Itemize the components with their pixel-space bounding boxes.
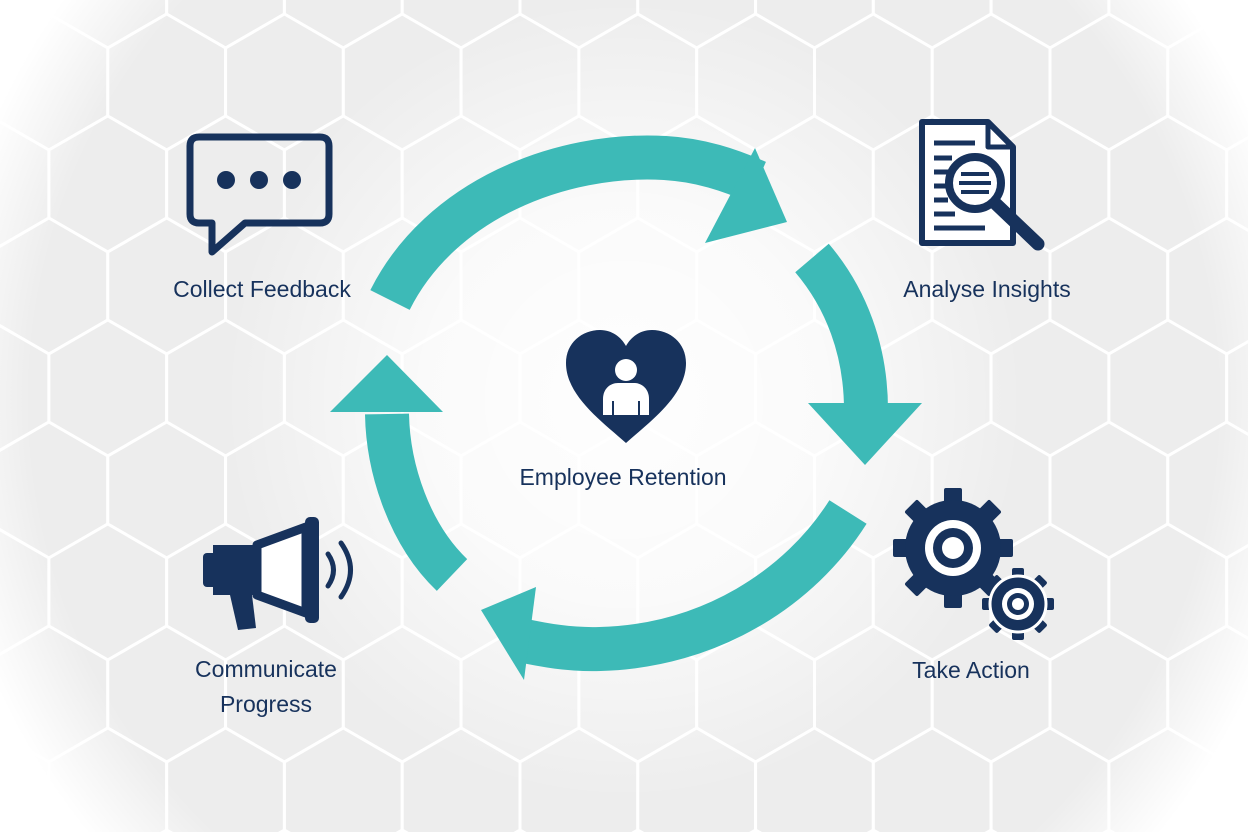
- small-gear-icon: [982, 568, 1054, 640]
- speech-bubble-icon: [186, 133, 333, 256]
- take-action-label: Take Action: [912, 657, 1030, 683]
- large-gear-icon: [893, 488, 1013, 608]
- gears-icon: [893, 488, 1054, 640]
- collect-feedback-label: Collect Feedback: [173, 276, 351, 302]
- arrow-bottom: [481, 499, 867, 680]
- communicate-progress-line-2: Progress: [219, 691, 313, 717]
- communicate-progress-line-1: Communicate: [195, 656, 337, 682]
- arrow-left: [330, 355, 468, 591]
- arrow-top: [370, 135, 787, 311]
- heart-person-icon: [566, 330, 686, 443]
- megaphone-icon: [203, 517, 353, 630]
- document-magnifier-icon: [919, 119, 1045, 251]
- analyse-insights-label: Analyse Insights: [903, 276, 1071, 302]
- communicate-progress-label: Communicate Progress: [136, 652, 396, 722]
- cycle-arrows: [330, 135, 922, 680]
- employee-retention-label: Employee Retention: [519, 464, 727, 490]
- arrow-right: [794, 243, 922, 465]
